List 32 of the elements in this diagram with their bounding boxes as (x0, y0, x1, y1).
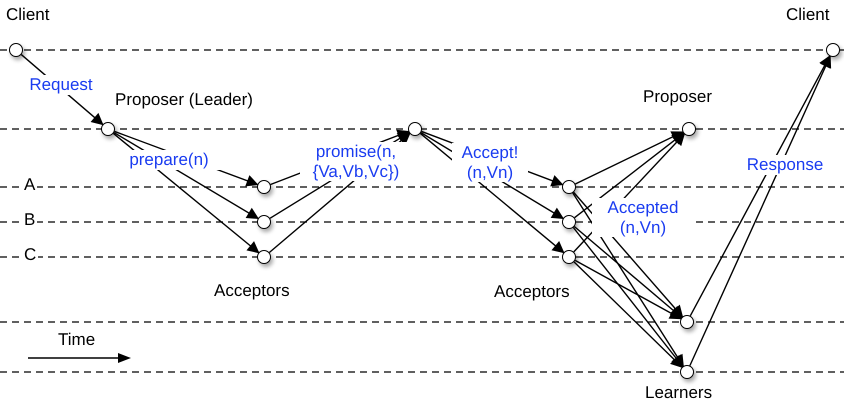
node-label: Acceptors (214, 282, 290, 301)
circle-node (9, 43, 23, 57)
node-label: Proposer (643, 88, 712, 107)
node-label: Learners (645, 384, 712, 403)
circle-node (562, 215, 576, 229)
circle-node (257, 215, 271, 229)
arrow (689, 55, 832, 366)
edge-label: Accept! (n,Vn) (452, 143, 528, 182)
arrow (574, 132, 684, 218)
axis-label: Time (57, 331, 96, 350)
arrow (574, 261, 683, 368)
arrow (572, 227, 684, 368)
circle-node (257, 250, 271, 264)
arrow (574, 260, 682, 320)
node-label: Client (786, 6, 830, 25)
circle-node (562, 180, 576, 194)
circle-node (680, 365, 694, 379)
circle-node (408, 122, 422, 136)
arrow (574, 226, 683, 318)
arrow (572, 192, 684, 368)
arrow (575, 131, 684, 185)
circle-node (826, 43, 840, 57)
circle-node (101, 122, 115, 136)
arrow (690, 55, 830, 316)
circle-node (257, 180, 271, 194)
node-label: Acceptors (494, 283, 570, 302)
node-label: Client (6, 6, 50, 25)
edge-label: Accepted (n,Vn) (592, 198, 694, 238)
circle-node (680, 315, 694, 329)
circle-node (682, 122, 696, 136)
node-label: Proposer (Leader) (115, 91, 253, 110)
circle-node (562, 250, 576, 264)
